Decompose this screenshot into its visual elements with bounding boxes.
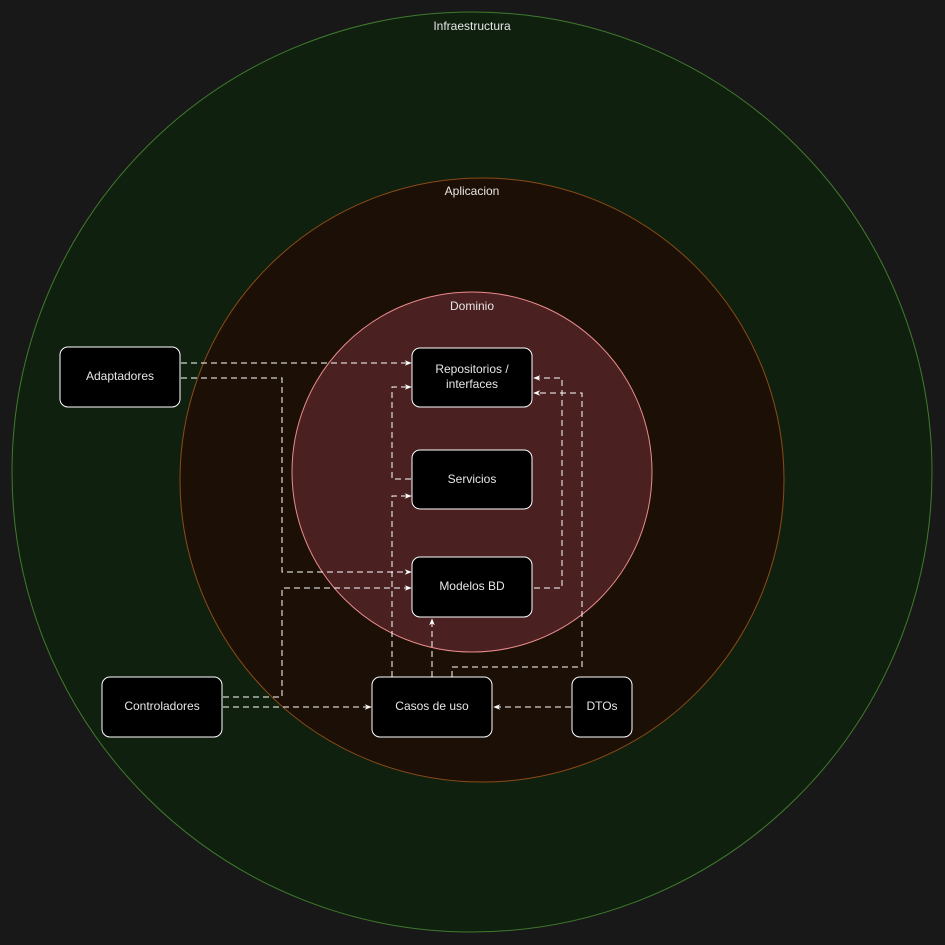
dtos-label: DTOs <box>586 699 617 713</box>
edge-casos-repositorios <box>451 390 583 677</box>
repositorios-label-line1: Repositorios / <box>435 362 509 376</box>
edge-adaptadores-modelos <box>181 377 412 575</box>
node-modelos-bd[interactable]: Modelos BD <box>411 556 533 618</box>
edge-controladores-modelos <box>223 585 412 698</box>
modelos-bd-label: Modelos BD <box>439 579 505 593</box>
infraestructura-label: Infraestructura <box>433 19 511 33</box>
controladores-label: Controladores <box>124 699 199 713</box>
node-dtos[interactable]: DTOs <box>571 676 633 738</box>
edges <box>181 360 583 710</box>
edge-modelos-repositorios <box>533 375 563 589</box>
node-servicios[interactable]: Servicios <box>411 449 533 510</box>
adaptadores-label: Adaptadores <box>86 369 154 383</box>
node-adaptadores[interactable]: Adaptadores <box>59 346 181 408</box>
casos-de-uso-label: Casos de uso <box>395 699 469 713</box>
aplicacion-label: Aplicacion <box>445 184 500 198</box>
node-repositorios[interactable]: Repositorios / interfaces <box>411 347 533 408</box>
edge-servicios-repositorios <box>391 384 412 480</box>
node-casos-de-uso[interactable]: Casos de uso <box>371 676 493 738</box>
node-controladores[interactable]: Controladores <box>101 676 223 738</box>
repositorios-label-line2: interfaces <box>446 377 498 391</box>
servicios-label: Servicios <box>448 472 497 486</box>
edge-casos-servicios <box>391 493 412 677</box>
dominio-label: Dominio <box>450 299 494 313</box>
